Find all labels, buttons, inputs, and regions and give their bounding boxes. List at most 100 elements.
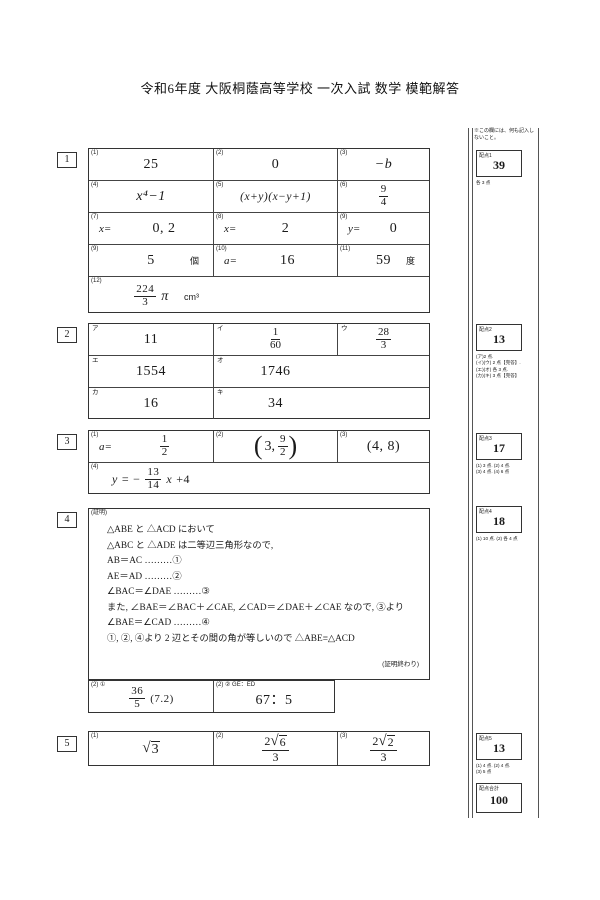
answer-cell-3-3: (3) (4, 8) (337, 431, 429, 462)
score-box-label: 配点1 (479, 153, 492, 159)
section-1-table: (1) 25 (2) 0 (3) −b (4) x⁴−1 (5) (x+y)(x… (88, 148, 430, 313)
fraction-denominator: 4 (380, 196, 387, 208)
paren-close: ) (288, 431, 298, 461)
cell-label: (4) (91, 182, 99, 188)
score-note-4: (1) 10 点. (2) 各 4 点 (476, 536, 518, 541)
section-4-proof-box: (証明) △ABE と △ACD において △ABC と △ADE は二等辺三角… (88, 508, 430, 680)
score-box-2: 配点2 13 (476, 324, 522, 351)
cell-answer: (x+y)(x−y+1) (240, 190, 311, 203)
column-rule-left (468, 128, 469, 818)
answer-cell-1-4: (4) x⁴−1 (89, 181, 213, 212)
cell-label: キ (217, 389, 224, 396)
cell-answer-fraction: 2√6 3 (262, 732, 289, 763)
cell-label: (1) (91, 432, 99, 438)
page-title: 令和6年度 大阪桐蔭高等学校 一次入試 数学 模範解答 (140, 81, 460, 96)
answer-cell-2-a: ア 11 (89, 324, 213, 355)
answer-cell-1-13: (12) 224 3 π cm³ (89, 277, 213, 316)
score-box-1: 配点1 39 (476, 150, 522, 177)
cell-answer: 5 (147, 252, 155, 268)
cell-label: (9) (91, 246, 99, 252)
answer-cell-3-2: (2) ( 3, 9 2 ) (213, 431, 337, 462)
cell-answer: 0 (389, 220, 398, 236)
fraction-denominator: 3 (380, 749, 387, 764)
cell-answer: 0, 2 (152, 220, 176, 236)
answer-cell-1-11: (10) a= 16 (213, 245, 337, 276)
cell-answer-fraction: 9 4 (378, 184, 389, 208)
answer-cell-2-o: オ 1746 (213, 356, 337, 387)
score-box-label: 配点4 (479, 509, 492, 515)
score-box-value: 17 (493, 441, 505, 455)
cell-label: ア (92, 325, 99, 332)
section-number-3: 3 (57, 434, 77, 450)
cell-label: (2) ① (91, 682, 106, 688)
cell-answer: 34 (268, 395, 283, 411)
cell-answer: y = − 13 14 x +4 (112, 466, 190, 491)
fraction-numerator: 1 (270, 326, 281, 340)
proof-label: (証明) (91, 510, 107, 516)
cell-label: エ (92, 357, 99, 364)
score-note-2: (ア)2 点. (イ)(ウ) 2 点【完答】. (エ)(オ) 各 3 点. (カ… (476, 354, 521, 379)
score-box-value: 39 (493, 158, 505, 172)
fraction-denominator: 5 (134, 698, 141, 710)
cell-answer-fraction: 1 2 (159, 433, 170, 458)
cell-label: (2) (216, 150, 224, 156)
cell-answer: 16 (280, 252, 295, 268)
equation-plus-const: +4 (176, 471, 190, 486)
column-rule-inner (472, 128, 473, 818)
coordinate-y-fraction: 9 2 (278, 434, 288, 458)
answer-cell-4-2-1: (2) ① 36 5 (7.2) (89, 681, 213, 712)
cell-label: イ (217, 325, 224, 332)
table-row: (1) 25 (2) 0 (3) −b (89, 149, 429, 180)
table-row: (4) y = − 13 14 x +4 (89, 462, 429, 495)
proof-line: また, ∠BAE＝∠BAC＋∠CAE, ∠CAD＝∠DAE＋∠CAE なので, … (107, 602, 405, 613)
cell-label: (8) (216, 214, 224, 220)
score-box-value: 18 (493, 514, 505, 528)
score-column: ※この欄には、何も記入しないこと。 配点1 39 各 3 点 配点2 13 (ア… (468, 128, 539, 818)
cell-prefix: a= (224, 254, 237, 267)
fraction-numerator: 1 (159, 433, 170, 447)
answer-cell-2-ki: キ 34 (213, 388, 337, 419)
table-row: (9) 5 個 (10) a= 16 (11) 59 度 (89, 244, 429, 276)
equation-minus: − (133, 471, 141, 486)
answer-cell-5-1: (1) √ 3 (89, 732, 213, 765)
radical-sign: √ (270, 732, 279, 749)
cell-answer: 1746 (260, 363, 291, 379)
fraction-numerator: 28 (376, 326, 391, 340)
paren-open: ( (253, 431, 263, 461)
score-box-value: 100 (490, 792, 508, 807)
cell-label: (3) (340, 150, 348, 156)
cell-label: (10) (216, 246, 227, 252)
cell-label: (4) (91, 464, 99, 470)
cell-label: ウ (341, 325, 348, 332)
proof-line: △ABC と △ADE は二等辺三角形なので, (107, 540, 274, 551)
cell-answer-fraction: 28 3 (376, 327, 391, 351)
section-number-1: 1 (57, 152, 77, 168)
section-number-5: 5 (57, 736, 77, 752)
equation-variable: x (166, 471, 173, 486)
score-note-1: 各 3 点 (476, 180, 491, 185)
table-row: エ 1554 オ 1746 (89, 355, 429, 387)
cell-prefix: x= (224, 222, 237, 235)
fraction-denominator: 14 (147, 478, 160, 491)
score-box-3: 配点3 17 (476, 433, 522, 460)
fraction-denominator: 3 (142, 296, 149, 308)
cell-prefix: x= (99, 222, 112, 235)
score-box-5: 配点5 13 (476, 733, 522, 760)
cell-answer: √ 3 (142, 739, 160, 758)
section-2-table: ア 11 イ 1 60 ウ 28 3 エ 1554 (88, 323, 430, 419)
answer-cell-1-12: (11) 59 度 (337, 245, 429, 276)
cell-label: (5) (216, 182, 224, 188)
table-row: (4) x⁴−1 (5) (x+y)(x−y+1) (6) 9 4 (89, 180, 429, 212)
answer-cell-2-ka: カ 16 (89, 388, 213, 419)
radical-sign: √ (142, 739, 151, 756)
cell-prefix: a= (99, 440, 112, 453)
proof-text: △ABE と △ACD において △ABC と △ADE は二等辺三角形なので,… (89, 509, 429, 673)
section-3-table: (1) a= 1 2 (2) ( 3, 9 2 ) (88, 430, 430, 494)
cell-answer-suffix: π (161, 288, 169, 304)
answer-cell-1-10: (9) 5 個 (89, 245, 213, 276)
score-box-label: 配点3 (479, 436, 492, 442)
cell-label: (7) (91, 214, 99, 220)
cell-label: (2) (216, 432, 224, 438)
answer-cell-1-9: (9) y= 0 (337, 213, 429, 244)
